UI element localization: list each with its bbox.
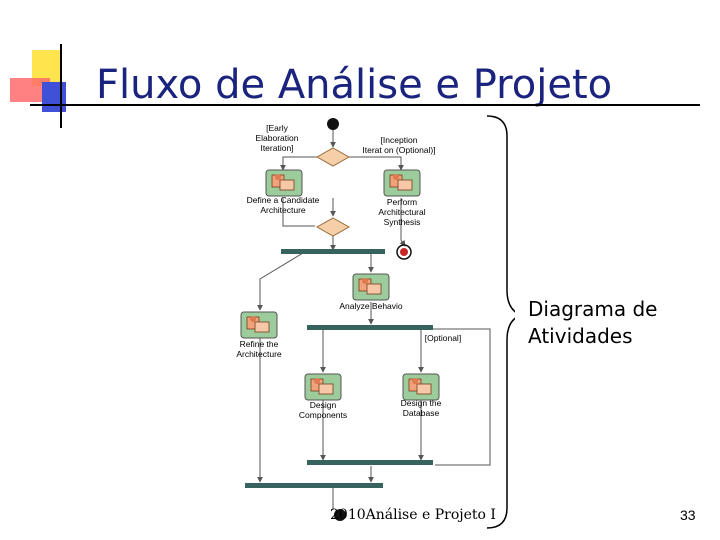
end-node [334,509,346,521]
activity-diagram: [Early Elaboration Iteration] [Inception… [236,115,515,529]
activity-icon [383,169,421,197]
activity-label: Design [310,400,337,410]
merge-node [315,217,351,237]
caption-line: Diagrama de [528,297,658,321]
activity-label: Database [403,408,440,418]
slide-title: Fluxo de Análise e Projeto [96,62,613,108]
activity-label: Architecture [260,205,306,215]
end-node [396,244,412,260]
decor-blue-square [42,82,66,112]
curly-brace [486,115,515,529]
decision-node [315,147,351,167]
activity-label: Architectural [378,207,425,217]
guard-label: Iterat on (Optional)] [362,145,435,155]
guard-label: [Optional] [425,333,461,343]
page-number: 33 [680,507,696,523]
activity-label: Define a Candidate [247,195,320,205]
activity-icon [352,273,390,301]
guard-label: Iteration] [260,143,293,153]
sync-bar [281,249,385,254]
activity-label: Components [299,410,347,420]
activity-label: Analyze Behavio [339,301,403,311]
activity-label: Synthesis [384,217,421,227]
title-underline [30,104,700,106]
activity-label: Design the [401,398,442,408]
activity-label: Architecture [236,349,282,359]
activity-icon [240,311,278,339]
activity-icon [265,169,303,197]
decor-vertical-line [60,44,62,128]
start-node [327,118,339,130]
guard-label: Elaboration [255,133,298,143]
activity-icon [402,373,440,401]
activity-label: Perform [387,197,417,207]
sync-bar [307,325,433,330]
sync-bar [307,460,433,465]
slide-footer: 2010Análise e Projeto I [330,507,496,523]
guard-label: [Early [266,123,288,133]
activity-label: Refine the [240,339,279,349]
sync-bar [245,483,383,488]
diagram-caption: Diagrama de Atividades [528,296,657,350]
caption-line: Atividades [528,324,633,348]
guard-label: [Inception [381,135,418,145]
activity-icon [304,373,342,401]
